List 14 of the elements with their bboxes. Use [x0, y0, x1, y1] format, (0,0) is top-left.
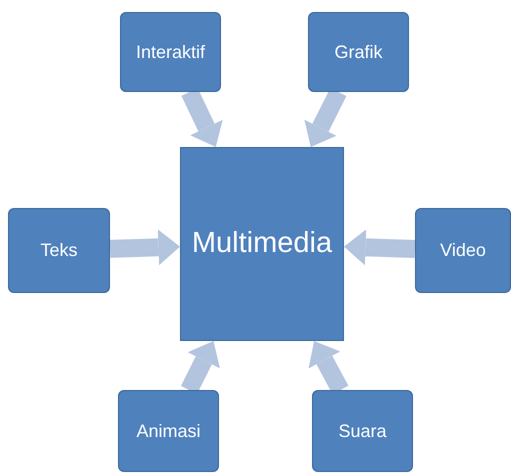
box-label: Animasi	[136, 420, 201, 442]
process-box	[118, 390, 219, 472]
process-box	[120, 12, 221, 92]
process-box	[415, 208, 511, 293]
process-box	[8, 208, 110, 293]
process-box	[180, 147, 344, 341]
box-label: Video	[440, 239, 486, 262]
box-label: Grafik	[334, 40, 382, 64]
box-label: Multimedia	[192, 226, 332, 262]
process-box	[312, 390, 413, 472]
box-label: Interaktif	[136, 40, 206, 64]
box-label: Suara	[338, 420, 387, 442]
box-label: Teks	[40, 239, 78, 262]
process-box	[308, 12, 409, 92]
